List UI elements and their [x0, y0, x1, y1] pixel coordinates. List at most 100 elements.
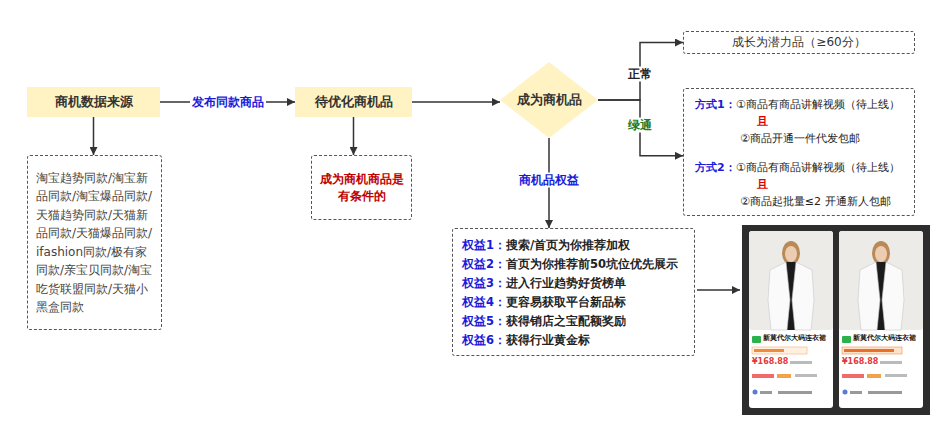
connector [598, 43, 683, 101]
coat-left [858, 262, 880, 330]
text-wrap: 方式1：①商品有商品讲解视频（待上线）且②商品开通一件代发包邮方式2：①商品有商… [695, 95, 908, 209]
node-text: ②商品开通一件代发包邮 [740, 132, 860, 145]
text-wrap: 成为商机品 [500, 91, 598, 109]
connector [93, 117, 95, 155]
shop-text [868, 391, 902, 394]
coat-right [882, 262, 904, 330]
condition-box: 方式1：①商品有商品讲解视频（待上线）且②商品开通一件代发包邮方式2：①商品有商… [683, 88, 915, 216]
node-text: 方式2： [695, 161, 736, 174]
connector [412, 101, 500, 103]
benefit-box: 权益1：搜索/首页为你推荐加权权益2：首页为你推荐前50坑位优先展示权益3：进入… [452, 228, 695, 356]
text-wrap: 商机数据来源 [33, 93, 154, 111]
product-card [749, 231, 833, 408]
sales-text [880, 361, 902, 364]
product-card [839, 231, 923, 408]
tag [842, 336, 851, 343]
badge-text [885, 374, 907, 377]
node-text: 成长为潜力品（≥60分） [690, 34, 908, 51]
text-row: 权益6：获得行业黄金标 [462, 330, 689, 349]
text-wrap: 权益1：搜索/首页为你推荐加权权益2：首页为你推荐前50坑位优先展示权益3：进入… [462, 235, 689, 349]
card-ground [839, 231, 923, 408]
node-text: 且 [757, 178, 768, 191]
node-text: 获得行业黄金标 [506, 333, 590, 347]
text-row: 权益4：更容易获取平台新品标 [462, 292, 689, 311]
badge [752, 374, 774, 378]
node-text: 成为商机商品是有条件的 [317, 171, 406, 205]
shop-icon [843, 390, 848, 395]
node-text: 淘宝趋势同款/淘宝新品同款/淘宝爆品同款/天猫趋势同款/天猫新品同款/天猫爆品同… [36, 169, 153, 317]
node-text: 权益1： [462, 238, 506, 252]
node-text: 权益3： [462, 276, 506, 290]
edge-label: 商机品权益 [517, 173, 581, 188]
node-text: 权益2： [462, 257, 506, 271]
node-text: 搜索/首页为你推荐加权 [506, 238, 630, 252]
diamond-fill [500, 62, 598, 138]
card-ground [749, 231, 833, 408]
text-wrap: 待优化商机品 [301, 93, 406, 111]
card-text: 新莫代尔大码连衣裙 [763, 335, 826, 343]
face [785, 246, 797, 262]
node-text: ②商品起批量≤2 开通新人包邮 [740, 195, 891, 208]
result-box: 成长为潜力品（≥60分） [683, 31, 915, 54]
card-text: ¥168.88 [842, 358, 878, 367]
shop-text [778, 391, 812, 394]
coat-right [792, 262, 814, 330]
text-row: 权益3：进入行业趋势好货榜单 [462, 273, 689, 292]
face [875, 246, 887, 262]
product-photo [749, 231, 833, 330]
text-wrap: 成长为潜力品（≥60分） [690, 34, 908, 51]
promo-text [844, 349, 894, 352]
connector [598, 100, 683, 156]
node-text: 且 [757, 115, 768, 128]
process-box: 待优化商机品 [295, 87, 412, 117]
shop-text [850, 391, 862, 394]
node-text: 进入行业趋势好货榜单 [506, 276, 626, 290]
hair [782, 241, 800, 265]
promo-band [842, 347, 902, 354]
node-text: 权益5： [462, 314, 506, 328]
note-box: 成为商机商品是有条件的 [311, 155, 412, 220]
product-photo [839, 231, 923, 330]
badge [777, 374, 791, 378]
text-row: 权益2：首页为你推荐前50坑位优先展示 [462, 254, 689, 273]
shop-text [760, 391, 772, 394]
text-wrap: 淘宝趋势同款/淘宝新品同款/淘宝爆品同款/天猫趋势同款/天猫新品同款/天猫爆品同… [36, 169, 153, 317]
text-row: 权益1：搜索/首页为你推荐加权 [462, 235, 689, 254]
badge-text [795, 374, 817, 377]
edge-label: 绿通 [626, 118, 654, 133]
coat-left [768, 262, 790, 330]
node-text: 方式1： [695, 98, 736, 111]
edge-label: 正常 [626, 67, 654, 82]
text-row: ②商品开通一件代发包邮 [695, 129, 908, 146]
node-text: 获得销店之宝配额奖励 [506, 314, 626, 328]
node-text: 更容易获取平台新品标 [506, 295, 626, 309]
node-text: ①商品有商品讲解视频（待上线） [736, 161, 900, 174]
hair [872, 241, 890, 265]
text-row: 且 [695, 175, 908, 192]
node-text: 首页为你推荐前50坑位优先展示 [506, 257, 678, 271]
text-row: ②商品起批量≤2 开通新人包邮 [695, 192, 908, 209]
text-wrap: 成为商机商品是有条件的 [317, 171, 406, 205]
sales-text [790, 361, 812, 364]
node-text: 商机数据来源 [33, 93, 154, 111]
text-row: 方式2：①商品有商品讲解视频（待上线） [695, 158, 908, 175]
text-row: 且 [695, 112, 908, 129]
node-text: 权益6： [462, 333, 506, 347]
node-text: ①商品有商品讲解视频（待上线） [736, 98, 900, 111]
tag [752, 336, 761, 343]
screenshot-panel [742, 225, 930, 415]
promo-text [754, 349, 784, 352]
node-text: 权益4： [462, 295, 506, 309]
promo-band [752, 347, 807, 354]
connector [353, 117, 355, 155]
node-text: 待优化商机品 [301, 93, 406, 111]
edge-label: 发布同款商品 [190, 95, 266, 110]
leader-arrow [697, 289, 740, 291]
text-row: 方式1：①商品有商品讲解视频（待上线） [695, 95, 908, 112]
source-list-box: 淘宝趋势同款/淘宝新品同款/淘宝爆品同款/天猫趋势同款/天猫新品同款/天猫爆品同… [27, 155, 162, 330]
shop-icon [753, 390, 758, 395]
node-text: 成为商机品 [500, 91, 598, 109]
badge [842, 374, 864, 378]
source-box: 商机数据来源 [27, 87, 160, 117]
